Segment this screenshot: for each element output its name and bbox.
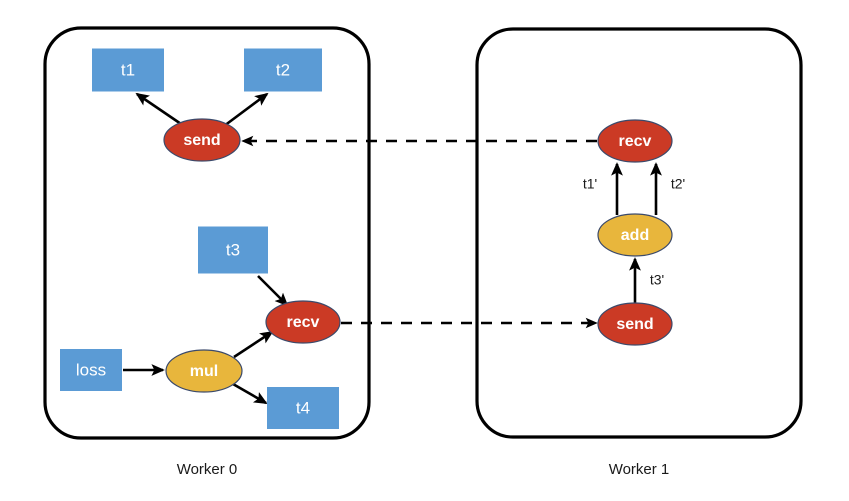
node-label-w0_t3: t3	[226, 240, 240, 259]
worker-label-0: Worker 0	[177, 461, 238, 478]
node-shape-ellipse-w1_add	[597, 213, 673, 257]
node-shape-ellipse-w0_mul	[165, 349, 243, 393]
node-shape-rect-w0_loss	[60, 349, 122, 391]
edge-e_send_t2	[223, 92, 269, 128]
node-shape-rect-w0_t2	[244, 48, 322, 92]
node-shape-ellipse-w1_send	[597, 302, 673, 346]
node-label-w0_mul: mul	[190, 363, 218, 380]
edge-e_mul_t4	[232, 382, 268, 405]
edge-e_mul_recv	[233, 330, 274, 359]
node-w0_recv[interactable]: recv	[265, 300, 341, 344]
node-shape-rect-w0_t3	[198, 226, 268, 274]
node-w0_send[interactable]: send	[163, 118, 241, 162]
edge-labels-layer: t1' t2' t3'	[583, 176, 685, 288]
worker-container-0	[43, 26, 371, 440]
node-label-w0_t1: t1	[121, 60, 135, 79]
edge-label-e_add_recv_t1: t1'	[583, 176, 597, 192]
edge-e_t3_recv	[257, 275, 289, 307]
edges-layer	[123, 92, 662, 405]
worker-containers	[43, 26, 803, 440]
node-shape-rect-w0_t4	[267, 387, 339, 429]
node-label-w0_send: send	[183, 132, 220, 149]
node-shape-ellipse-w1_recv	[597, 119, 673, 163]
node-w0_t2[interactable]: t2	[244, 48, 322, 92]
node-w0_t3[interactable]: t3	[198, 226, 268, 274]
node-w0_loss[interactable]: loss	[60, 349, 122, 391]
node-shape-ellipse-w0_recv	[265, 300, 341, 344]
node-label-w0_loss: loss	[76, 360, 106, 379]
node-label-w1_recv: recv	[619, 133, 652, 150]
node-w0_mul[interactable]: mul	[165, 349, 243, 393]
worker-label-1: Worker 1	[609, 461, 670, 478]
worker-labels-layer: Worker 0 Worker 1	[177, 461, 670, 478]
node-w1_recv[interactable]: recv	[597, 119, 673, 163]
node-w0_t1[interactable]: t1	[92, 48, 164, 92]
worker-container-1	[475, 27, 803, 439]
edge-e_send_t1	[135, 92, 185, 128]
node-label-w0_t4: t4	[296, 398, 310, 417]
node-label-w1_send: send	[616, 316, 653, 333]
edge-label-e_add_recv_t2: t2'	[671, 176, 685, 192]
node-w1_send[interactable]: send	[597, 302, 673, 346]
node-label-w1_add: add	[621, 227, 649, 244]
node-label-w0_recv: recv	[287, 314, 320, 331]
node-shape-ellipse-w0_send	[163, 118, 241, 162]
edge-label-e_send_add_t3: t3'	[650, 272, 664, 288]
nodes-layer: t1 t2 send t3 recv loss mul t4 recv add send	[60, 48, 673, 429]
node-shape-rect-w0_t1	[92, 48, 164, 92]
node-w1_add[interactable]: add	[597, 213, 673, 257]
node-label-w0_t2: t2	[276, 60, 290, 79]
node-w0_t4[interactable]: t4	[267, 387, 339, 429]
